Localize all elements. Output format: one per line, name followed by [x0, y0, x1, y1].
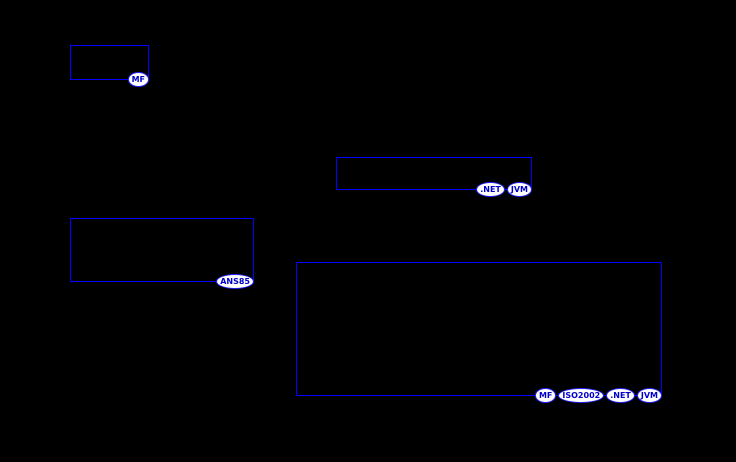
dialect-badge-mf: MF [127, 72, 149, 87]
syntax-block-middle-right: .NET JVM [336, 157, 532, 197]
syntax-block-top-left: MF [70, 45, 149, 87]
dialect-badge-row: .NET JVM [476, 182, 532, 197]
dialect-badge-row: MF ISO2002 .NET JVM [534, 388, 662, 403]
dialect-badge-jvm: JVM [636, 388, 662, 403]
dialect-badge-ans85: ANS85 [216, 274, 254, 289]
dialect-badge-mf: MF [534, 388, 557, 403]
syntax-block-bottom-right: MF ISO2002 .NET JVM [296, 262, 662, 403]
dialect-badge-jvm: JVM [506, 182, 532, 197]
dialect-badge-dotnet: .NET [606, 388, 635, 403]
syntax-block-left: ANS85 [70, 218, 254, 289]
dialect-badge-dotnet: .NET [476, 182, 505, 197]
dialect-badge-iso2002: ISO2002 [558, 388, 605, 403]
dialect-badge-row: ANS85 [216, 274, 254, 289]
dialect-badge-row: MF [127, 72, 149, 87]
